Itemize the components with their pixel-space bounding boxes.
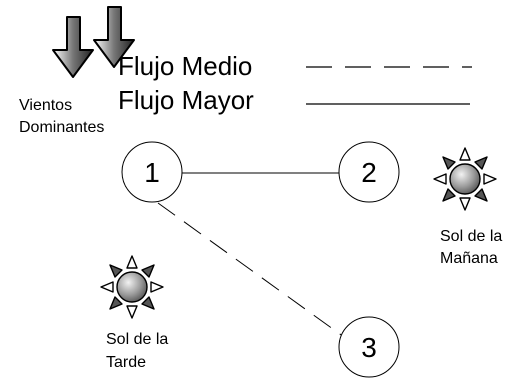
down-arrow-icon xyxy=(93,6,135,68)
connection-1-3 xyxy=(157,202,345,338)
sun-afternoon-label-line1: Sol de la xyxy=(106,331,169,348)
node-3: 3 xyxy=(338,316,400,378)
legend-dashed-label: Flujo Medio xyxy=(118,51,253,81)
sun-icon xyxy=(100,255,164,319)
wind-label-line2: Dominantes xyxy=(19,119,105,136)
node-1-label: 1 xyxy=(144,157,160,188)
wind-label-line1: Vientos xyxy=(19,97,73,114)
node-2: 2 xyxy=(338,141,400,203)
node-2-label: 2 xyxy=(361,157,377,188)
node-1: 1 xyxy=(121,141,183,203)
legend-solid-label: Flujo Mayor xyxy=(118,85,254,115)
down-arrow-icon xyxy=(52,16,94,78)
sun-afternoon-label-line2: Tarde xyxy=(106,354,147,371)
sun-morning-label-line1: Sol de la xyxy=(440,228,503,245)
sun-morning-label-line2: Mañana xyxy=(440,250,498,267)
sun-icon xyxy=(433,147,497,211)
node-3-label: 3 xyxy=(361,332,377,363)
